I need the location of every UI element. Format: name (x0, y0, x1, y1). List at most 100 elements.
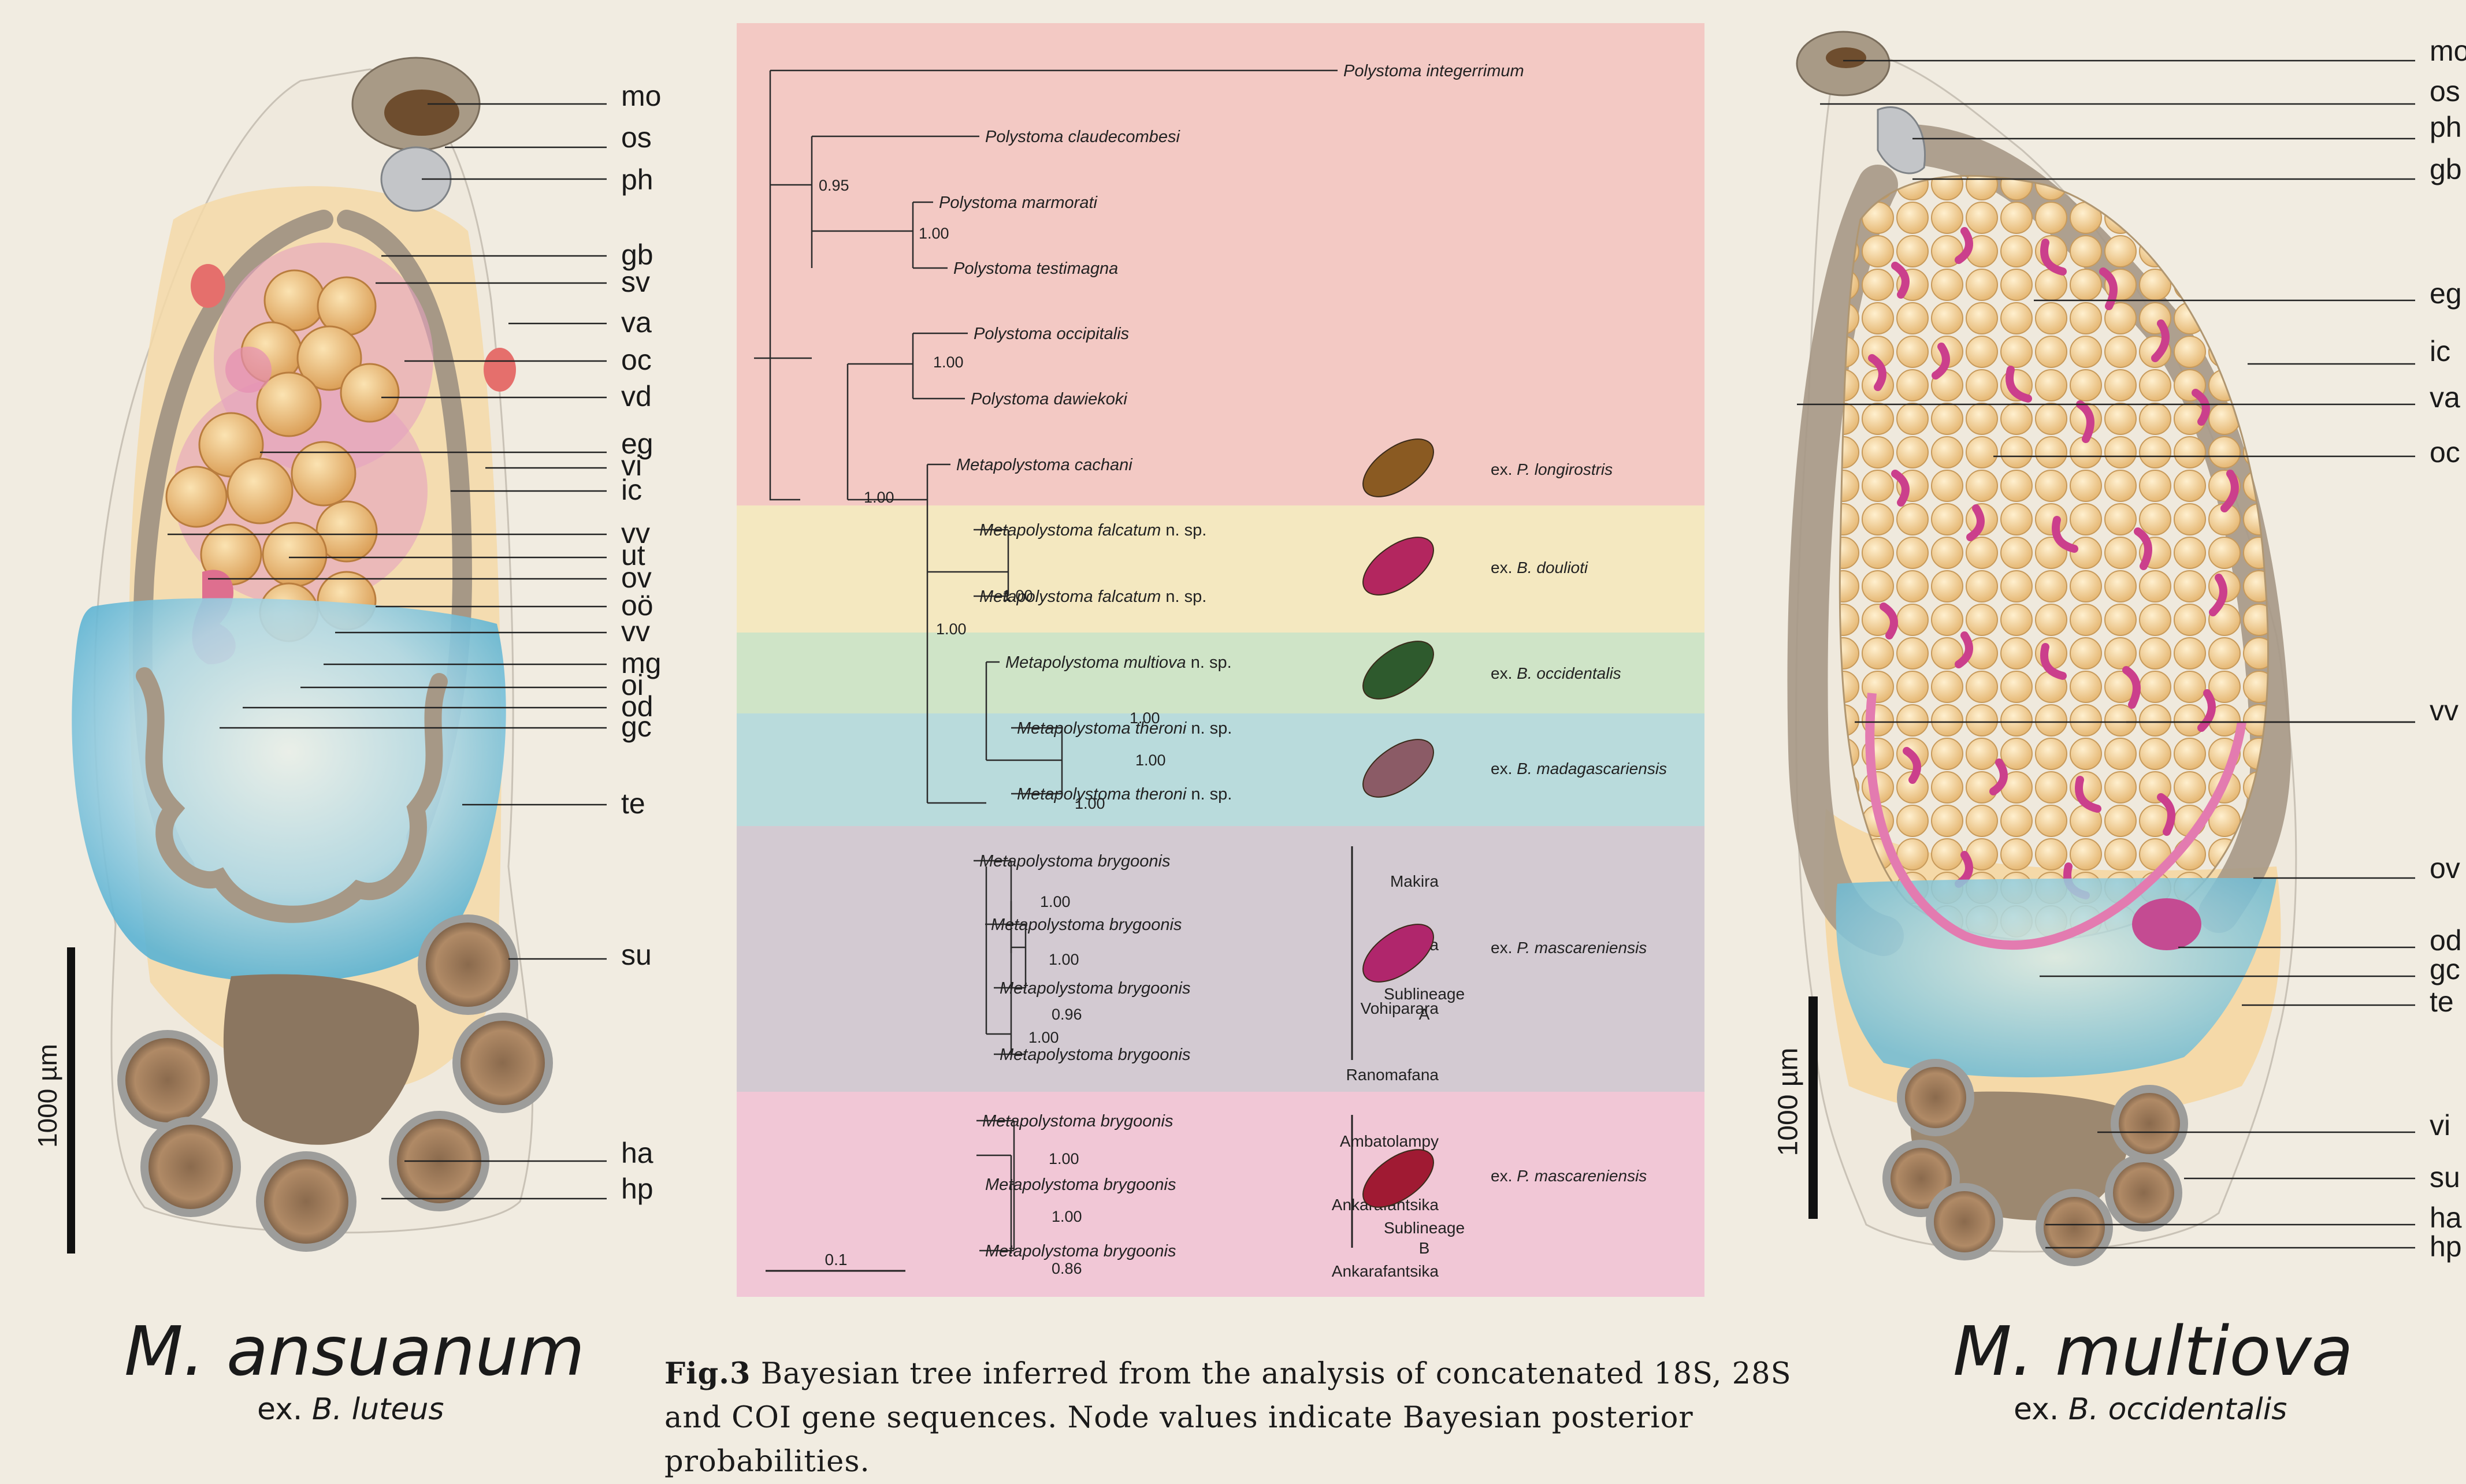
left-label-vv: vv (621, 615, 650, 648)
taxon-locality-16: Ambatolampy (1340, 1132, 1439, 1150)
taxon-locality-15: Ranomafana (1346, 1066, 1439, 1084)
right-label-ph: ph (2430, 110, 2462, 144)
node-value-10: 1.00 (1049, 951, 1079, 968)
taxon-label-18: Metapolystoma brygoonis (985, 1242, 1176, 1260)
right-specimen-illustration (1722, 0, 2466, 1329)
right-label-oc: oc (2430, 436, 2460, 469)
taxon-label-6: Metapolystoma cachani (956, 456, 1133, 474)
left-label-gc: gc (621, 710, 652, 743)
right-label-su: su (2430, 1161, 2460, 1194)
taxon-label-10: Metapolystoma theroni n. sp. (1017, 719, 1232, 738)
left-scale-bar (67, 947, 75, 1254)
left-label-su: su (621, 938, 652, 972)
taxon-label-11: Metapolystoma theroni n. sp. (1017, 785, 1232, 804)
taxon-locality-18: Ankarafantsika (1332, 1262, 1439, 1280)
left-label-oc: oc (621, 343, 652, 377)
node-value-5: 1.00 (1002, 587, 1033, 604)
taxon-label-15: Metapolystoma brygoonis (1000, 1046, 1190, 1064)
taxon-label-1: Polystoma claudecombesi (985, 128, 1180, 146)
node-value-1: 1.00 (919, 225, 949, 242)
left-label-sv: sv (621, 265, 650, 299)
right-label-va: va (2430, 381, 2460, 414)
taxon-label-2: Polystoma marmorati (939, 194, 1098, 212)
left-label-te: te (621, 787, 645, 820)
left-scale-label: 1000 µm (32, 1038, 63, 1154)
right-label-os: os (2430, 75, 2460, 108)
band-sublineage-a (737, 826, 1704, 1092)
sublineage-letter-1: B (1419, 1239, 1430, 1257)
left-host-name: B. luteus (312, 1392, 444, 1427)
sublineage-letter-0: A (1419, 1005, 1430, 1023)
right-host-prefix: ex. (2014, 1392, 2059, 1427)
band-sublineage-b (737, 1092, 1704, 1297)
left-vagina-2 (484, 348, 516, 392)
taxon-label-13: Metapolystoma brygoonis (991, 916, 1182, 934)
node-value-12: 1.00 (1028, 1029, 1059, 1046)
right-label-vi: vi (2430, 1109, 2450, 1142)
right-ovary (2132, 898, 2201, 950)
taxon-label-3: Polystoma testimagna (953, 259, 1118, 278)
right-label-gb: gb (2430, 153, 2462, 186)
figure-caption: Fig.3 Bayesian tree inferred from the an… (664, 1352, 1832, 1484)
right-label-ov: ov (2430, 851, 2460, 885)
node-value-2: 1.00 (933, 354, 964, 371)
node-value-9: 1.00 (1040, 893, 1071, 910)
left-label-vd: vd (621, 380, 652, 413)
figure-page: moosphgbsvvaocvdegviicvvutovoövvmgoiodgc… (0, 0, 2466, 1434)
right-label-te: te (2430, 985, 2454, 1018)
left-specimen-illustration (0, 0, 664, 1329)
node-value-15: 0.86 (1052, 1260, 1082, 1277)
node-value-3: 1.00 (864, 489, 894, 506)
taxon-label-4: Polystoma occipitalis (974, 325, 1129, 343)
left-host: ex. B. luteus (257, 1392, 444, 1427)
host-label-1: ex. B. doulioti (1491, 559, 1588, 577)
node-value-11: 0.96 (1052, 1006, 1082, 1023)
node-value-7: 1.00 (1135, 752, 1166, 769)
taxon-locality-12: Makira (1390, 872, 1439, 890)
taxon-label-16: Metapolystoma brygoonis (982, 1112, 1173, 1130)
right-label-gc: gc (2430, 953, 2460, 986)
tree-scale-label: 0.1 (825, 1251, 848, 1269)
right-label-mo: mo (2430, 34, 2466, 68)
node-value-6: 1.00 (1130, 709, 1160, 727)
right-label-hp: hp (2430, 1230, 2462, 1263)
left-label-hp: hp (621, 1172, 653, 1206)
sublineage-label-0: Sublineage (1384, 985, 1465, 1003)
taxon-label-14: Metapolystoma brygoonis (1000, 979, 1190, 998)
left-species-title: M. ansuanum (124, 1311, 585, 1391)
node-value-13: 1.00 (1049, 1150, 1079, 1167)
taxon-label-12: Metapolystoma brygoonis (979, 852, 1170, 871)
left-label-os: os (621, 121, 652, 154)
taxon-label-9: Metapolystoma multiova n. sp. (1005, 653, 1232, 672)
left-label-ha: ha (621, 1136, 653, 1170)
host-label-5: ex. P. mascareniensis (1491, 1167, 1647, 1185)
caption-fig-label: Fig.3 (664, 1356, 751, 1391)
right-host-name: B. occidentalis (2068, 1392, 2287, 1427)
taxon-label-0: Polystoma integerrimum (1343, 62, 1524, 80)
band-polystoma (737, 23, 1704, 505)
left-host-prefix: ex. (257, 1392, 302, 1427)
node-value-4: 1.00 (936, 620, 967, 638)
host-label-2: ex. B. occidentalis (1491, 664, 1621, 682)
host-label-0: ex. P. longirostris (1491, 460, 1613, 478)
left-label-ic: ic (621, 473, 642, 507)
right-label-eg: eg (2430, 277, 2462, 310)
left-label-mo: mo (621, 79, 661, 113)
host-label-4: ex. P. mascareniensis (1491, 939, 1647, 957)
node-value-8: 1.00 (1075, 795, 1105, 812)
left-label-ph: ph (621, 163, 653, 196)
host-label-3: ex. B. madagascariensis (1491, 760, 1667, 778)
right-scale-bar (1808, 996, 1818, 1219)
taxon-label-5: Polystoma dawiekoki (971, 390, 1128, 408)
caption-text: Bayesian tree inferred from the analysis… (664, 1357, 1792, 1479)
right-label-ic: ic (2430, 334, 2450, 368)
right-scale-label: 1000 µm (1773, 1039, 1804, 1166)
sublineage-label-1: Sublineage (1384, 1219, 1465, 1237)
node-value-0: 0.95 (819, 177, 849, 194)
right-species-title: M. multiova (1953, 1311, 2353, 1391)
taxon-label-7: Metapolystoma falcatum n. sp. (979, 521, 1206, 540)
right-host: ex. B. occidentalis (2014, 1392, 2287, 1427)
right-label-vv: vv (2430, 694, 2458, 727)
left-label-va: va (621, 306, 652, 339)
